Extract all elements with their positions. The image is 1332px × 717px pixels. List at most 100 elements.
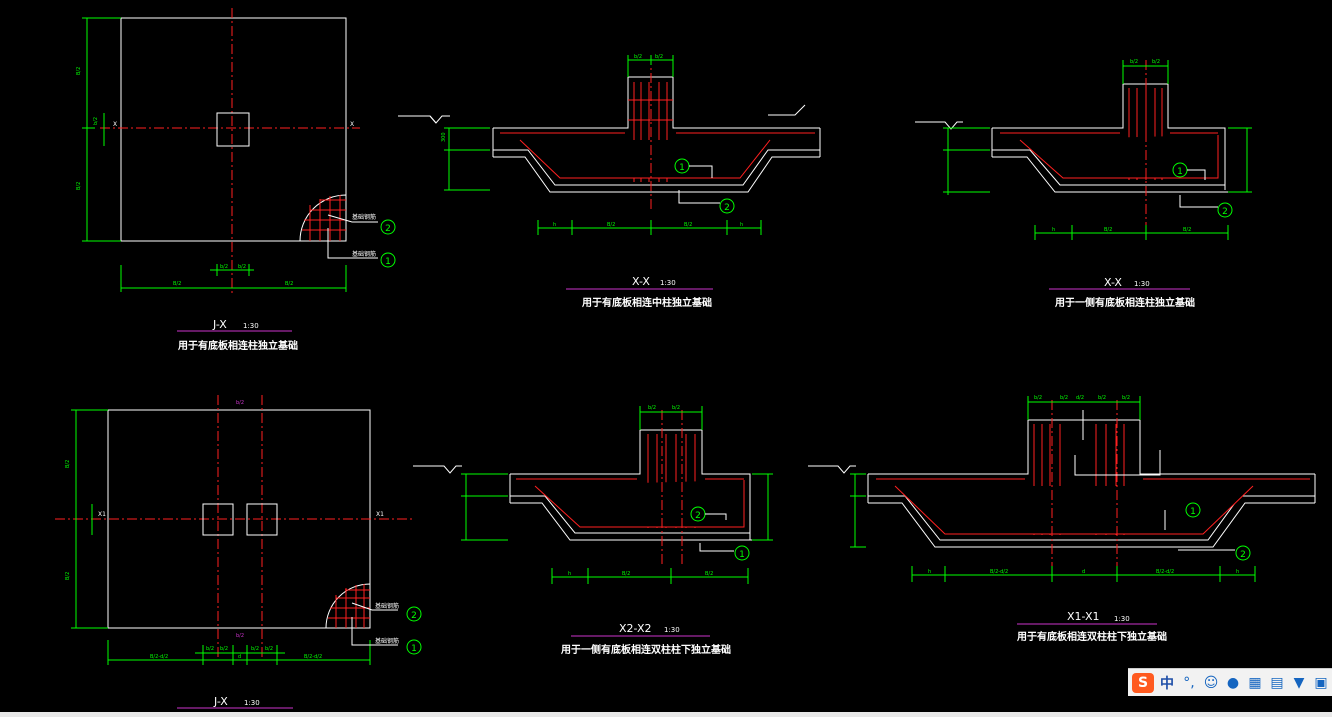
svg-text:d: d — [1082, 569, 1085, 575]
svg-text:b/2: b/2 — [220, 264, 228, 270]
mic-icon[interactable]: ● — [1226, 674, 1240, 691]
svg-text:B/2: B/2 — [76, 182, 82, 190]
callout-labels: 基础钢筋 基础钢筋 — [375, 602, 399, 645]
svg-text:B/2-d/2: B/2-d/2 — [304, 654, 322, 660]
footing-outline — [120, 17, 347, 242]
view-caption: 用于有底板相连中柱独立基础 — [581, 296, 712, 309]
center-spacing-marks: b/2b/2 — [236, 400, 244, 639]
svg-text:X1: X1 — [376, 511, 384, 518]
svg-text:b/2: b/2 — [220, 646, 228, 652]
callout-leaders — [699, 513, 734, 552]
view-title: J-X — [212, 318, 227, 331]
elevation-mark — [915, 121, 963, 130]
svg-text:b/2: b/2 — [672, 405, 680, 411]
ime-toolbar[interactable]: S 中 °, ☺ ● ▦ ▤ ▼ ▣ — [1128, 668, 1332, 696]
view-scale: 1:30 — [1134, 280, 1150, 288]
svg-text:b/2: b/2 — [1060, 395, 1068, 401]
svg-text:2: 2 — [1222, 207, 1228, 217]
svg-text:b/2: b/2 — [93, 117, 99, 125]
status-strip — [0, 712, 1332, 717]
callout-labels: 基础钢筋 基础钢筋 — [352, 213, 376, 258]
svg-text:b/2: b/2 — [1130, 59, 1138, 65]
callout-bubble-2: 2 — [406, 606, 422, 622]
rebar — [516, 434, 745, 528]
svg-text:2: 2 — [1240, 550, 1246, 560]
svg-text:b/2: b/2 — [265, 646, 273, 652]
svg-text:h: h — [1052, 227, 1055, 233]
svg-text:B/2: B/2 — [65, 460, 71, 468]
svg-text:1: 1 — [1177, 167, 1183, 177]
concrete-outline — [867, 419, 1316, 548]
dimensions — [71, 409, 371, 665]
svg-text:B/2-d/2: B/2-d/2 — [150, 654, 168, 660]
svg-text:h: h — [568, 571, 571, 577]
rebar-label-2: 基础钢筋 — [352, 213, 376, 221]
dimensions — [461, 406, 773, 584]
svg-text:b/2: b/2 — [655, 54, 663, 60]
dimension-text: B/2 B/2 B/2-d/2 B/2-d/2 b/2 b/2 d b/2 b/2 — [65, 460, 322, 660]
ime-logo-icon[interactable]: S — [1132, 672, 1154, 693]
svg-text:2: 2 — [385, 224, 391, 234]
column-outline — [216, 112, 250, 147]
grid-icon[interactable]: ▣ — [1314, 674, 1328, 691]
view-title: X-X — [1104, 276, 1122, 289]
svg-text:X: X — [113, 121, 117, 128]
dimensions — [444, 55, 762, 235]
rebar-label-2: 基础钢筋 — [375, 602, 399, 610]
dimensions — [850, 396, 1256, 582]
callout-bubble-1: 1 — [380, 252, 396, 268]
svg-text:B/2: B/2 — [173, 281, 181, 287]
svg-text:b/2: b/2 — [236, 633, 244, 639]
callout-leaders — [1074, 450, 1235, 551]
svg-text:b/2: b/2 — [1034, 395, 1042, 401]
rebar-label-1: 基础钢筋 — [352, 250, 376, 258]
ime-punct-toggle[interactable]: °, — [1183, 674, 1195, 691]
svg-text:B/2: B/2 — [684, 222, 692, 228]
callout-bubble-2: 2 — [719, 198, 735, 214]
callout-bubble-1: 1 — [406, 639, 422, 655]
svg-text:d: d — [238, 654, 241, 660]
svg-text:1: 1 — [411, 644, 417, 654]
view-caption: 用于有底板相连柱独立基础 — [177, 339, 298, 352]
callout-leaders — [351, 602, 398, 646]
svg-text:B/2: B/2 — [65, 572, 71, 580]
toolbox-icon[interactable]: ▤ — [1270, 674, 1284, 691]
svg-text:h: h — [553, 222, 556, 228]
svg-text:B/2-d/2: B/2-d/2 — [1156, 569, 1174, 575]
view-title: X1-X1 — [1067, 610, 1100, 623]
keyboard-icon[interactable]: ▦ — [1248, 674, 1262, 691]
emoji-icon[interactable]: ☺ — [1203, 674, 1219, 691]
svg-text:b/2: b/2 — [251, 646, 259, 652]
callout-bubble-1: 1 — [1185, 502, 1201, 518]
svg-text:B/2: B/2 — [607, 222, 615, 228]
svg-text:b/2: b/2 — [634, 54, 642, 60]
view-scale: 1:30 — [244, 699, 260, 707]
svg-text:h: h — [1236, 569, 1239, 575]
svg-text:B/2: B/2 — [285, 281, 293, 287]
svg-text:b/2: b/2 — [1098, 395, 1106, 401]
shirt-icon[interactable]: ▼ — [1293, 674, 1305, 691]
callout-bubble-2: 2 — [380, 219, 396, 235]
svg-text:1: 1 — [1190, 507, 1196, 517]
rebar — [1000, 88, 1219, 180]
elevation-mark — [808, 465, 856, 474]
ime-lang-toggle[interactable]: 中 — [1160, 675, 1174, 692]
svg-text:2: 2 — [411, 611, 417, 621]
svg-text:B/2: B/2 — [1104, 227, 1112, 233]
svg-text:B/2: B/2 — [705, 571, 713, 577]
callout-leaders — [327, 214, 378, 259]
svg-text:1: 1 — [385, 257, 391, 267]
svg-text:d/2: d/2 — [1076, 395, 1084, 401]
rebar-label-1: 基础钢筋 — [375, 637, 399, 645]
svg-text:1: 1 — [739, 550, 745, 560]
